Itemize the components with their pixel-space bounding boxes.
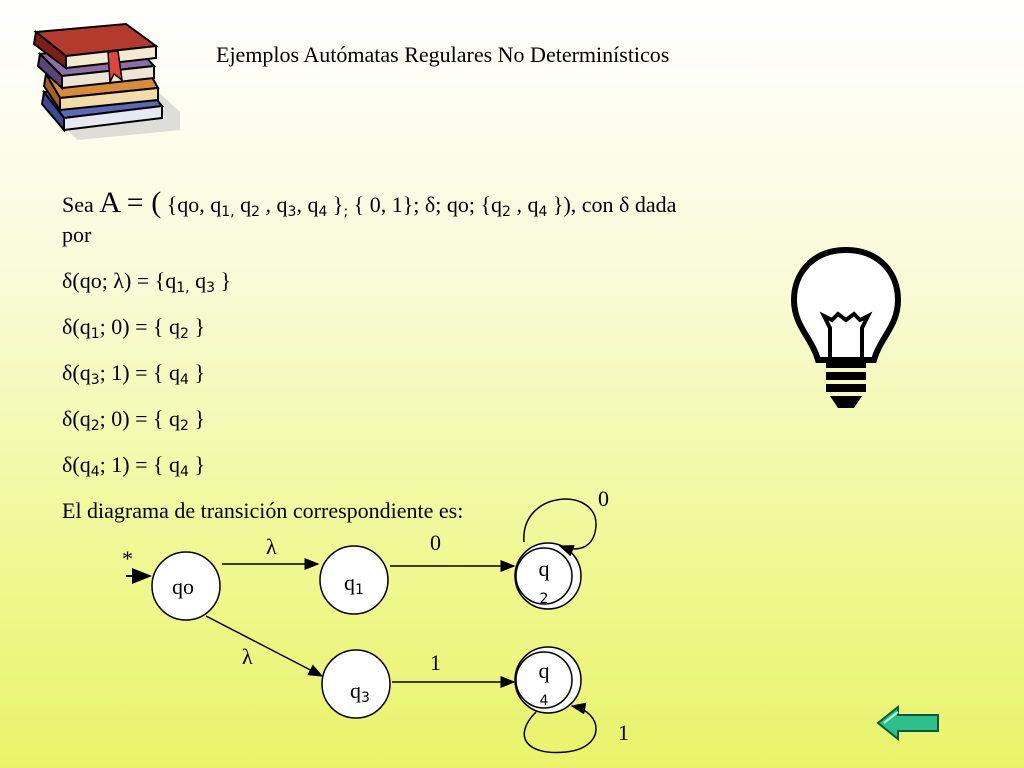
edge-label-q1-q2: 0 (430, 530, 441, 555)
sub-2: 2 (251, 204, 261, 220)
edge-label-qo-q1: λ (266, 534, 277, 559)
loop-label-q2: 0 (598, 486, 609, 511)
transition-line: δ(q3; 1) = { q4 } (62, 360, 205, 388)
state-label-qo: qo (172, 574, 194, 599)
transition-mid: ; 0) = { q (99, 406, 181, 431)
sub-3: 3 (287, 204, 297, 220)
state-label-base: q (538, 556, 550, 581)
transition-post: } (188, 406, 206, 431)
state-qo (151, 551, 221, 621)
state-label-q2: q 2 (534, 554, 554, 614)
loop-label-q4: 1 (618, 720, 629, 745)
transition-mid: ; 0) = { q (99, 314, 181, 339)
states-close: } (327, 192, 344, 217)
edge-label-qo-q3: λ (242, 644, 253, 669)
transition-line: δ(q4; 1) = { q4 } (62, 452, 205, 480)
transition-sub: 4 (180, 464, 189, 480)
state-label-q4: q 4 (534, 656, 554, 716)
transition-post: } (215, 268, 232, 293)
final-2: 2 (502, 204, 511, 220)
transition-sub: 4 (180, 372, 189, 388)
semi: ; (343, 204, 349, 220)
a-eq-text: A = ( (99, 186, 162, 219)
sub-4: 4 (318, 204, 328, 220)
rest-2: , q (510, 192, 539, 217)
transition-sub: 2 (180, 418, 189, 434)
state-label-sub: 4 (539, 693, 549, 709)
state-label-base: q (344, 570, 355, 595)
transition-post: } (188, 452, 206, 477)
state-q2-inner (515, 547, 573, 605)
rest-3: }), con δ dada (547, 192, 677, 217)
edge-label-q3-q4: 1 (430, 650, 441, 675)
states-q3: , q (260, 192, 288, 217)
state-label-base: q (538, 658, 550, 683)
transition-mid: ; 1) = { q (99, 360, 181, 385)
back-arrow-button[interactable] (876, 704, 942, 742)
state-q1 (319, 545, 389, 615)
transition-post: } (188, 314, 206, 339)
transition-line: δ(q2; 0) = { q2 } (62, 406, 205, 434)
sea-text: Sea (62, 192, 94, 217)
por-text: por (62, 222, 92, 247)
transition-sub: 1 (90, 326, 100, 342)
books-clipart (32, 22, 180, 140)
transition-sub: 2 (90, 418, 100, 434)
transition-pre: δ(q (62, 406, 91, 431)
state-q4-inner (515, 651, 573, 709)
states-open: {qo, q (166, 192, 222, 217)
state-label-sub: 3 (361, 690, 370, 706)
transition-sub: 3 (206, 280, 216, 296)
automaton-definition: Sea A = ( {qo, q1, q2 , q3, q4 }; { 0, 1… (62, 186, 676, 220)
state-q3 (321, 649, 391, 719)
state-label-q3: q3 (350, 678, 370, 706)
transition-sub: 4 (90, 464, 100, 480)
transition-sub: 3 (90, 372, 100, 388)
transition-pre: δ(q (62, 452, 91, 477)
states-q2: q (234, 192, 252, 217)
lightbulb-icon (790, 246, 902, 408)
state-label-base: q (350, 678, 361, 703)
sub-1: 1, (221, 204, 235, 220)
transition-pre: δ(q (62, 360, 91, 385)
transition-line: δ(qo; λ) = {q1, q3 } (62, 268, 231, 296)
transition-sub: 1, (176, 280, 190, 296)
transition-mid: ; 1) = { q (99, 452, 181, 477)
state-label-q1: q1 (344, 570, 364, 598)
rest-1: { 0, 1}; δ; qo; {q (348, 192, 503, 217)
final-4: 4 (538, 204, 548, 220)
edge-qo-q3 (205, 615, 324, 677)
transition-mid: q (189, 268, 207, 293)
page-title: Ejemplos Autómatas Regulares No Determin… (216, 42, 670, 67)
state-label-sub: 2 (539, 591, 549, 607)
state-label-sub: 1 (355, 582, 364, 598)
transition-pre: δ(q (62, 314, 91, 339)
transition-line: δ(q1; 0) = { q2 } (62, 314, 205, 342)
diagram-intro: El diagrama de transición correspondient… (62, 498, 464, 523)
transition-sub: 2 (180, 326, 189, 342)
states-q4: , q (296, 192, 319, 217)
loop-q2 (523, 498, 597, 557)
transition-pre: δ(qo; λ) = {q (62, 268, 177, 293)
start-mark: * (122, 546, 133, 571)
loop-q4 (523, 702, 597, 754)
transition-post: } (188, 360, 206, 385)
